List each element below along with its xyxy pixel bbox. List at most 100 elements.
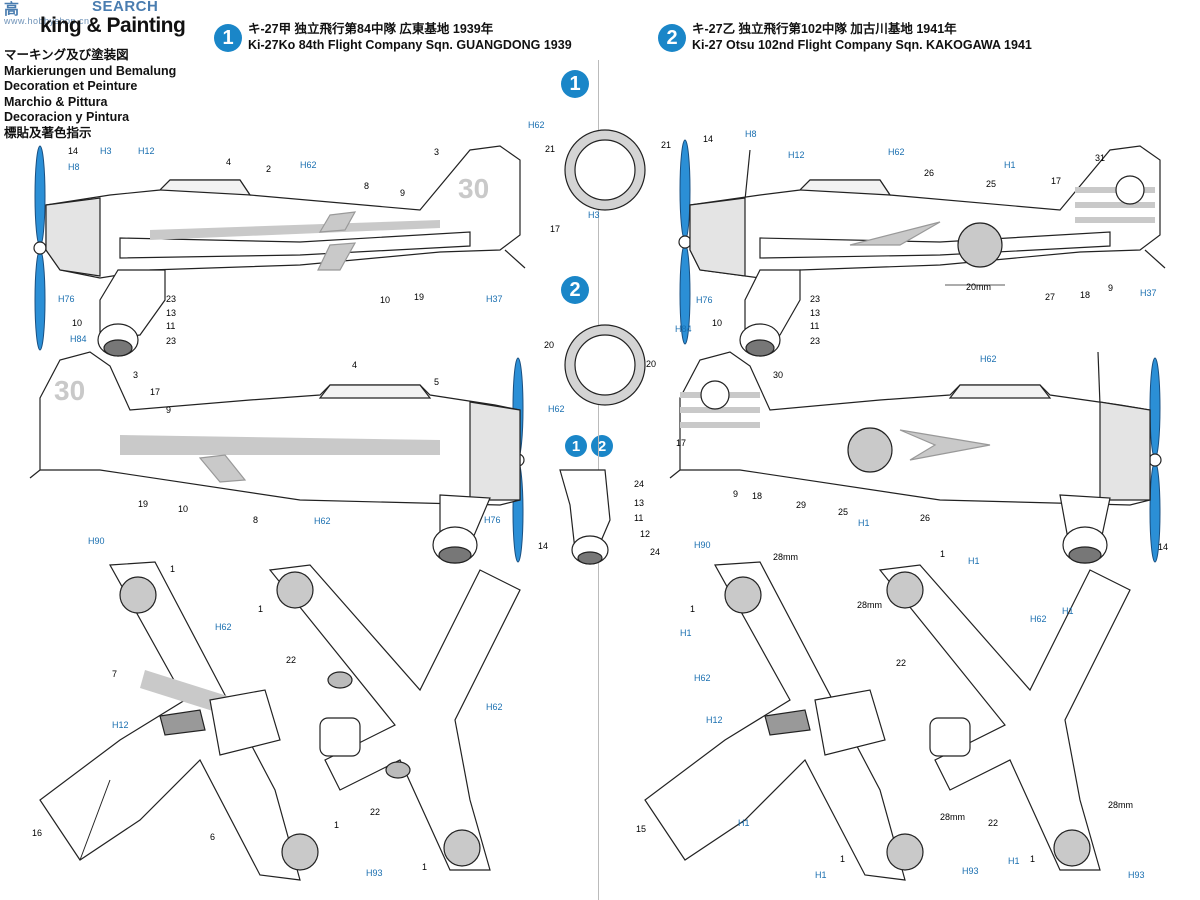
- callout-14d: 14: [1158, 542, 1168, 552]
- callout-h37a: H37: [486, 294, 503, 304]
- callout-14b: 14: [538, 541, 548, 551]
- callout-22a: 22: [286, 655, 296, 665]
- callout-1f: 1: [840, 854, 845, 864]
- version-2-badge: 2: [658, 24, 686, 52]
- callout-4b: 4: [352, 360, 357, 370]
- detail-badge-both-2: 2: [591, 435, 613, 457]
- v2-side-left: [678, 139, 1166, 357]
- callout-29a: 29: [796, 500, 806, 510]
- callout-5b: 5: [434, 377, 439, 387]
- version-1-line2: Ki-27Ko 84th Flight Company Sqn. GUANGDO…: [248, 38, 572, 52]
- callout-3a: 3: [434, 147, 439, 157]
- callout-23d: 23: [810, 336, 820, 346]
- callout-20b: 20: [646, 359, 656, 369]
- center-details: [559, 129, 646, 565]
- callout-23b: 23: [166, 336, 176, 346]
- callout-6a: 6: [210, 832, 215, 842]
- callout-16a: 16: [32, 828, 42, 838]
- callout-mm28c: 28mm: [857, 600, 882, 610]
- callout-h90b: H90: [694, 540, 711, 550]
- callout-1a: 1: [170, 564, 175, 574]
- callout-mm28d: 28mm: [1108, 800, 1133, 810]
- watermark-sub: www.hobbyshop.cn: [4, 16, 90, 26]
- version-1-header: キ-27甲 独立飛行第84中隊 広東基地 1939年 Ki-27Ko 84th …: [248, 21, 572, 53]
- callout-h12c: H12: [112, 720, 129, 730]
- v1-tail-code-left: 30: [458, 173, 489, 204]
- callout-h62d: H62: [548, 404, 565, 414]
- callout-11c: 11: [810, 321, 819, 331]
- callout-8b: 8: [253, 515, 258, 525]
- callout-21a: 21: [545, 144, 555, 154]
- callout-15a: 15: [636, 824, 646, 834]
- lang-de: Markierungen und Bemalung: [4, 63, 177, 78]
- v2-plan-views: [644, 561, 1131, 881]
- callout-h93c: H93: [1128, 870, 1145, 880]
- callout-25b: 25: [838, 507, 848, 517]
- callout-h3a: H3: [100, 146, 112, 156]
- callout-20a: 20: [544, 340, 554, 350]
- callout-19b: 19: [138, 499, 148, 509]
- lang-fr: Decoration et Peinture: [4, 79, 138, 94]
- callout-9c: 9: [1108, 283, 1113, 293]
- detail-badge-2: 2: [561, 276, 589, 304]
- callout-22b: 22: [370, 807, 380, 817]
- callout-14c: 14: [703, 134, 713, 144]
- callout-h62a: H62: [300, 160, 317, 170]
- callout-1d: 1: [422, 862, 427, 872]
- callout-h1d: H1: [738, 818, 750, 828]
- callout-13a: 13: [166, 308, 176, 318]
- callout-1e: 1: [690, 604, 695, 614]
- callout-11b: 11: [634, 513, 643, 523]
- callout-h62i: H62: [694, 673, 711, 683]
- callout-h62h: H62: [486, 702, 503, 712]
- callout-18a: 18: [1080, 290, 1090, 300]
- callout-h93a: H93: [366, 868, 383, 878]
- callout-30a: 30: [773, 370, 783, 380]
- callout-h76a: H76: [58, 294, 75, 304]
- callout-25a: 25: [986, 179, 996, 189]
- callout-h1c: H1: [680, 628, 692, 638]
- callout-mm28b: 28mm: [940, 812, 965, 822]
- callout-h3b: H3: [588, 210, 600, 220]
- callout-13b: 13: [634, 498, 644, 508]
- version-1-badge: 1: [214, 24, 242, 52]
- callouts: 14 H8 H3 H12 4 2 H62 3 8 9 17 10 19 H37 …: [32, 120, 1168, 880]
- callout-7a: 7: [112, 669, 117, 679]
- callout-26b: 26: [920, 513, 930, 523]
- callout-10b: 10: [72, 318, 82, 328]
- callout-22d: 22: [988, 818, 998, 828]
- callout-3b: 3: [133, 370, 138, 380]
- callout-17c: 17: [1051, 176, 1061, 186]
- callout-17a: 17: [550, 224, 560, 234]
- callout-h76c: H76: [696, 295, 713, 305]
- callout-h12d: H12: [706, 715, 723, 725]
- callout-2a: 2: [266, 164, 271, 174]
- callout-1b: 1: [334, 820, 339, 830]
- callout-31a: 31: [1095, 153, 1105, 163]
- callout-10c: 10: [178, 504, 188, 514]
- callout-h1h: H1: [1008, 856, 1020, 866]
- version-2-header: キ-27乙 独立飛行第102中隊 加古川基地 1941年 Ki-27 Otsu …: [692, 21, 1032, 53]
- v2-side-right: [669, 351, 1162, 564]
- callout-10a: 10: [380, 295, 390, 305]
- callout-1c: 1: [258, 604, 263, 614]
- callout-22c: 22: [896, 658, 906, 668]
- callout-24a: 24: [634, 479, 644, 489]
- callout-h37b: H37: [1140, 288, 1157, 298]
- version-2-line1: キ-27乙 独立飛行第102中隊 加古川基地 1941年: [692, 22, 957, 36]
- detail-badge-both-1: 1: [565, 435, 587, 457]
- callout-9b: 9: [166, 405, 171, 415]
- callout-8a: 8: [364, 181, 369, 191]
- callout-h76b: H76: [484, 515, 501, 525]
- lang-es: Decoracion y Pintura: [4, 110, 130, 125]
- callout-h8a: H8: [68, 162, 80, 172]
- callout-19a: 19: [414, 292, 424, 302]
- lang-jp: マーキング及び塗装図: [4, 48, 129, 62]
- callout-9a: 9: [400, 188, 405, 198]
- callout-11a: 11: [166, 321, 175, 331]
- callout-10d: 10: [712, 318, 722, 328]
- callout-h93b: H93: [962, 866, 979, 876]
- callout-13c: 13: [810, 308, 820, 318]
- callout-h1a: H1: [1004, 160, 1016, 170]
- lang-it: Marchio & Pittura: [4, 94, 108, 109]
